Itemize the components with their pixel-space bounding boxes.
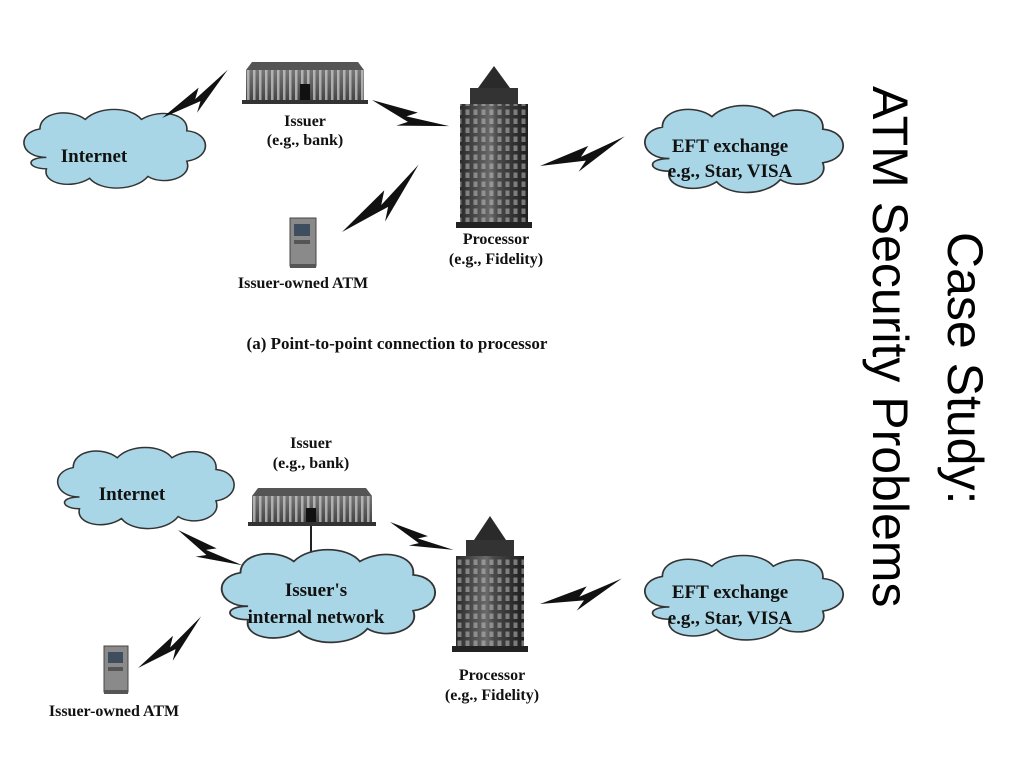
- processor-label-a: Processor: [463, 231, 529, 248]
- issuer-bank-icon-b: [248, 488, 376, 526]
- internet-label-b: Internet: [99, 484, 166, 505]
- eft-sublabel-a: e.g., Star, VISA: [668, 161, 793, 182]
- network-sublabel-b: internal network: [248, 607, 385, 628]
- link-bolt-b3: [130, 616, 214, 677]
- slide-title: Case Study: ATM Security Problems: [862, 86, 993, 607]
- internet-label-a: Internet: [61, 146, 128, 167]
- internal-network-cloud-b: Issuer's internal network: [220, 548, 437, 644]
- internet-cloud-a: Internet: [23, 108, 207, 189]
- issuer-sublabel-b: (e.g., bank): [273, 455, 349, 472]
- network-label-b: Issuer's: [285, 580, 347, 601]
- link-bolt-a4: [537, 136, 629, 177]
- internet-cloud-b: Internet: [56, 446, 235, 530]
- issuer-label-b: Issuer: [290, 435, 332, 452]
- diagram-b: Internet Issuer (e.g., bank) Issuer's in…: [49, 435, 845, 720]
- eft-sublabel-b: e.g., Star, VISA: [668, 608, 793, 629]
- atm-label-b: Issuer-owned ATM: [49, 703, 179, 720]
- title-line-2: ATM Security Problems: [862, 86, 918, 607]
- issuer-bank-icon-a: [242, 62, 368, 104]
- issuer-sublabel-a: (e.g., bank): [267, 132, 343, 149]
- diagram-a: Internet Issuer (e.g., bank) Processor (…: [23, 62, 845, 353]
- link-bolt-b1: [172, 518, 243, 584]
- processor-sublabel-a: (e.g., Fidelity): [449, 251, 543, 268]
- link-bolt-a3: [332, 164, 435, 243]
- title-line-1: Case Study:: [937, 232, 993, 504]
- eft-label-a: EFT exchange: [672, 136, 788, 157]
- processor-label-b: Processor: [459, 667, 525, 684]
- processor-tower-icon-b: [452, 516, 528, 652]
- link-bolt-a2: [367, 86, 450, 149]
- issuer-label-a: Issuer: [284, 113, 326, 130]
- atm-icon-b: [103, 645, 129, 694]
- eft-label-b: EFT exchange: [672, 582, 788, 603]
- eft-exchange-cloud-a: EFT exchange e.g., Star, VISA: [643, 104, 845, 194]
- processor-tower-icon-a: [456, 66, 532, 228]
- caption-a: (a) Point-to-point connection to process…: [247, 334, 548, 353]
- atm-label-a: Issuer-owned ATM: [238, 275, 368, 292]
- link-bolt-b4: [538, 578, 625, 615]
- eft-exchange-cloud-b: EFT exchange e.g., Star, VISA: [643, 554, 845, 641]
- atm-icon-a: [289, 217, 317, 268]
- processor-sublabel-b: (e.g., Fidelity): [445, 687, 539, 704]
